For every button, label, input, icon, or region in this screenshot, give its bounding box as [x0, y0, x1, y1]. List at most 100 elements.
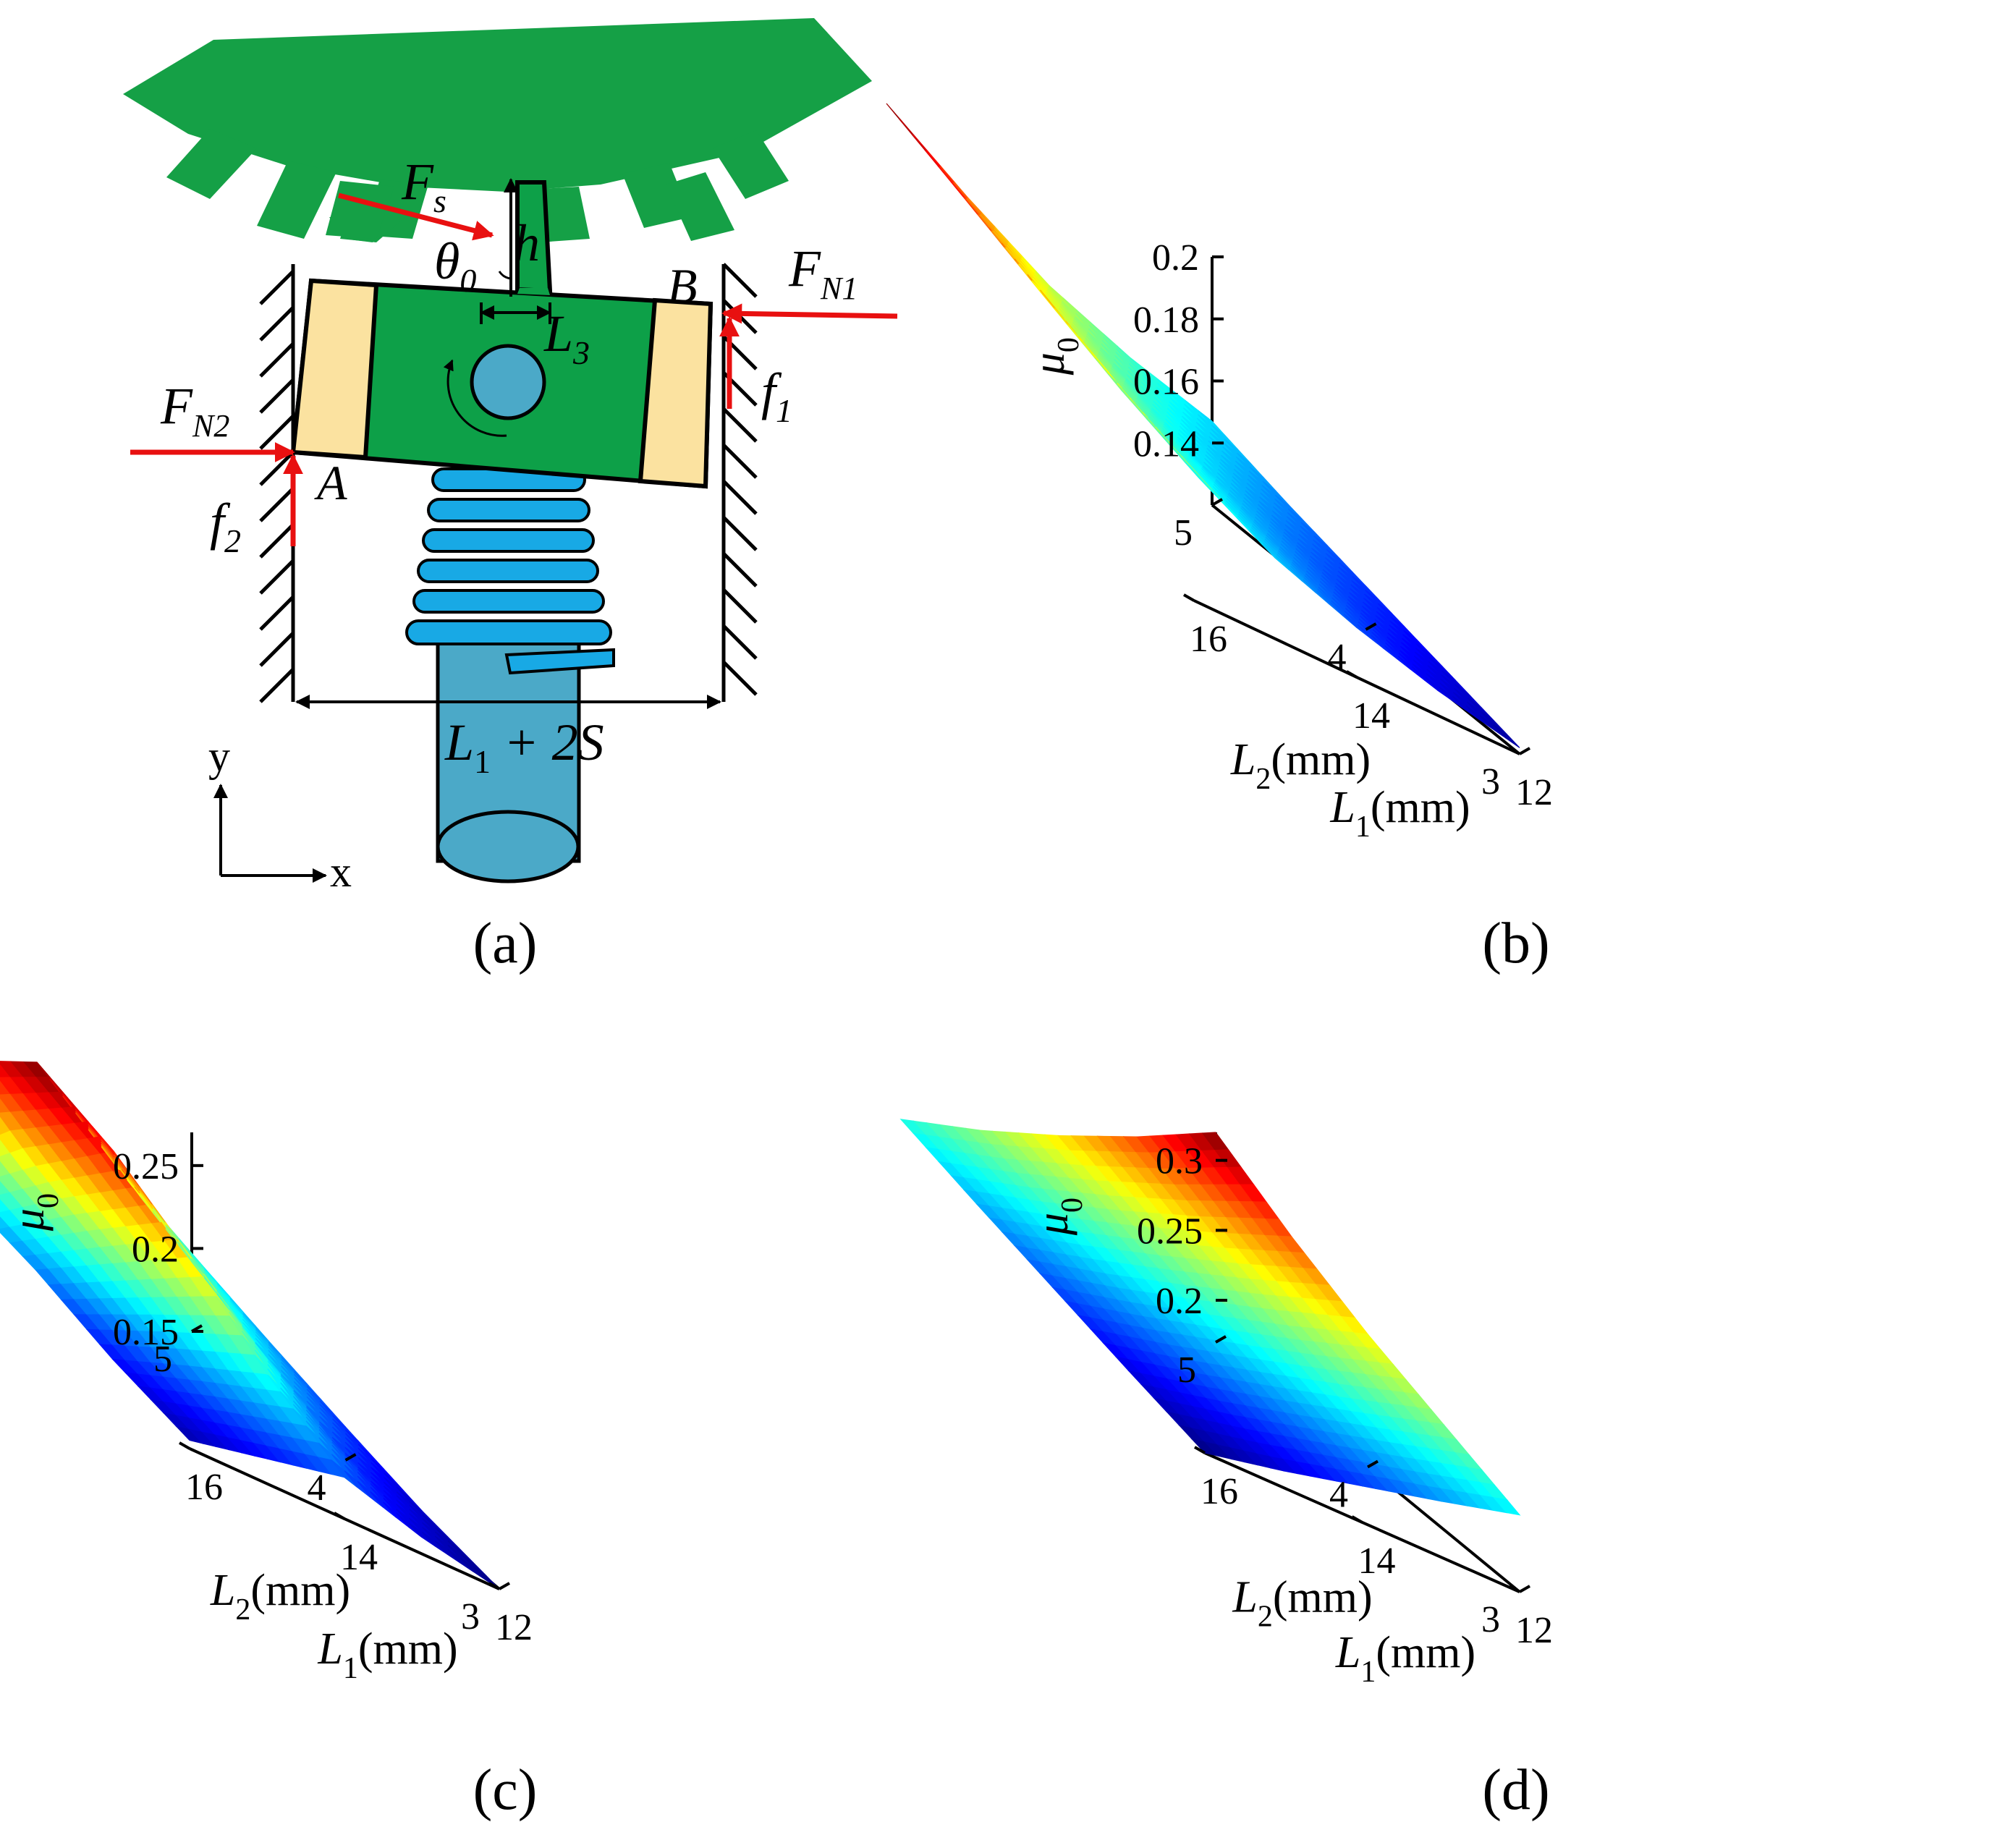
z-tick-label: 0.16	[1133, 362, 1199, 403]
y-tick	[344, 1453, 357, 1462]
surface-patch	[1493, 724, 1520, 748]
y-axis-label: L2(mm)	[1230, 735, 1371, 796]
coordinate-axes	[213, 784, 327, 883]
spring	[405, 467, 615, 675]
gear-tooth	[166, 129, 257, 199]
force-fn1	[721, 303, 898, 324]
label-width: L1 + 2S	[444, 713, 604, 780]
x-axis-label: L1(mm)	[317, 1624, 457, 1685]
pad-left	[290, 278, 379, 460]
y-tick-label: 5	[153, 1339, 172, 1380]
y-axis-label: L2(mm)	[1232, 1573, 1372, 1634]
x-tick-label: 16	[185, 1467, 223, 1508]
label-fn2: FN2	[160, 377, 229, 444]
z-tick-label: 0.2	[132, 1229, 179, 1270]
x-tick	[334, 1512, 345, 1520]
gear-tooth	[713, 130, 789, 199]
x-tick-label: 16	[1200, 1471, 1238, 1512]
surface	[0, 1061, 500, 1590]
x-tick	[179, 1441, 190, 1450]
gear-tooth	[622, 163, 691, 228]
y-tick-label: 4	[1328, 637, 1347, 678]
y-tick	[1365, 622, 1377, 631]
z-axis-label: μ0	[1025, 337, 1085, 376]
label-h: h	[514, 214, 540, 272]
surface	[899, 1119, 1521, 1516]
rotation-arrow	[443, 359, 507, 437]
y-tick-label: 3	[1481, 1599, 1500, 1640]
x-tick-label: 12	[1515, 1610, 1553, 1651]
surface-patch	[1492, 1496, 1521, 1516]
z-tick-label: 0.25	[1137, 1211, 1203, 1252]
x-tick	[1183, 593, 1195, 602]
x-tick-label: 12	[495, 1607, 533, 1648]
x-tick	[1509, 1585, 1520, 1593]
x-tick	[1509, 747, 1520, 755]
z-tick-label: 0.15	[113, 1312, 179, 1353]
y-tick	[1211, 498, 1223, 506]
label-axis-x: x	[330, 848, 352, 896]
force-fs	[338, 192, 494, 241]
y-tick-label: 3	[461, 1596, 480, 1637]
x-axis-label: L1(mm)	[1335, 1628, 1475, 1689]
z-tick-label: 0.2	[1156, 1281, 1203, 1322]
gear-tooth	[257, 161, 336, 239]
label-b: B	[667, 258, 698, 313]
z-tick-label: 0.2	[1152, 237, 1199, 279]
label-a: A	[314, 455, 347, 510]
x-tick	[1346, 670, 1358, 679]
shaft-end	[436, 810, 580, 883]
y-tick-label: 5	[1174, 512, 1193, 554]
x-tick	[1351, 1515, 1363, 1524]
tooth-tip-fill	[517, 288, 550, 295]
label-f1: f1	[761, 363, 792, 429]
x-tick	[1194, 1446, 1206, 1454]
y-tick	[1519, 747, 1530, 755]
label-theta: θ0	[434, 232, 476, 299]
pad-right	[638, 297, 713, 489]
y-axis-label: L2(mm)	[210, 1566, 350, 1627]
gear	[123, 18, 872, 242]
surface	[886, 103, 1520, 748]
y-tick-label: 5	[1177, 1349, 1196, 1391]
y-tick-label: 4	[308, 1467, 326, 1509]
z-tick-label: 0.25	[113, 1146, 179, 1187]
label-fn1: FN1	[788, 240, 857, 306]
panel-label-c: (c)	[473, 1758, 538, 1822]
z-axis-label: μ0	[1028, 1198, 1089, 1236]
label-f2: f2	[210, 493, 241, 559]
left-wall	[259, 264, 295, 703]
y-tick-label: 4	[1329, 1475, 1348, 1516]
z-tick-label: 0.18	[1133, 300, 1199, 341]
y-tick	[499, 1582, 510, 1590]
x-tick	[488, 1582, 500, 1590]
pivot	[470, 344, 546, 420]
y-tick	[1367, 1459, 1379, 1469]
gear-tooth-right	[666, 172, 734, 241]
x-tick-label: 14	[1358, 1540, 1396, 1582]
theta-arc	[498, 271, 512, 280]
panel-label-a: (a)	[473, 912, 538, 975]
x-tick-label: 16	[1190, 619, 1227, 660]
label-axis-y: y	[208, 732, 230, 780]
y-tick	[1519, 1585, 1530, 1593]
label-l3: L3	[543, 305, 590, 371]
panel-label-d: (d)	[1482, 1758, 1549, 1822]
forces	[130, 192, 898, 546]
z-tick-label: 0.3	[1156, 1141, 1203, 1182]
slider-block	[290, 180, 713, 489]
mechanism-diagram: Fs h θ0 L3 B A FN1 f1 FN2 f2 L1 + 2S y x	[123, 18, 898, 896]
surface-patch	[1479, 715, 1507, 739]
x-tick-label: 14	[340, 1537, 378, 1578]
z-axis-label: μ0	[4, 1193, 65, 1232]
panel-label-b: (b)	[1482, 912, 1549, 975]
tooth-tip	[515, 180, 553, 294]
y-tick-label: 3	[1481, 761, 1500, 802]
x-tick-label: 12	[1515, 772, 1553, 813]
y-tick	[1215, 1335, 1227, 1344]
z-tick-label: 0.14	[1133, 423, 1199, 465]
x-tick-label: 14	[1352, 695, 1390, 737]
